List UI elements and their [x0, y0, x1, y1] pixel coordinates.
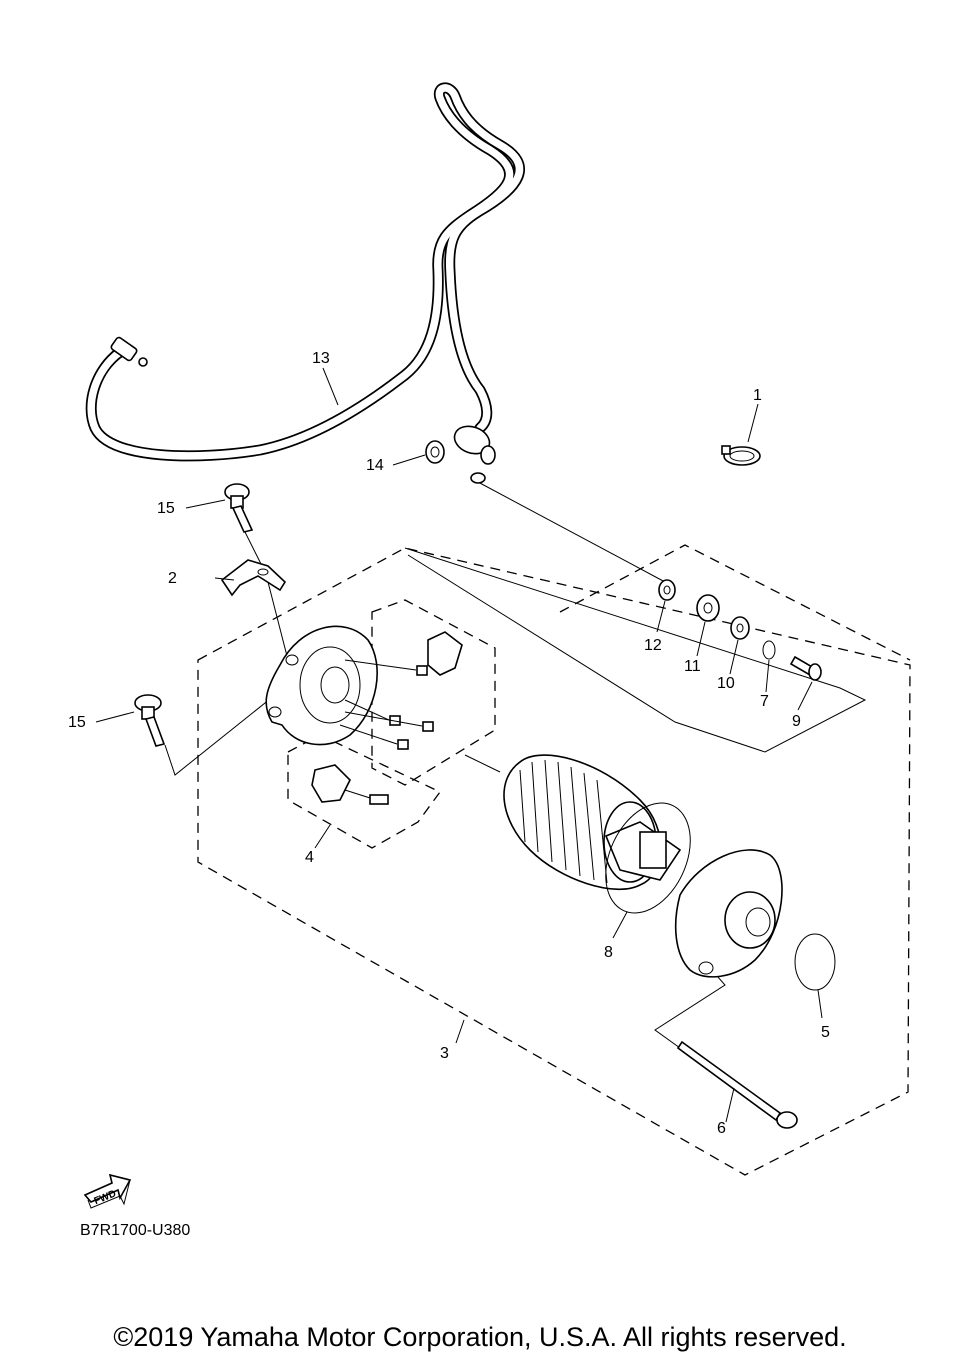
assembly-3-boundary	[197, 547, 911, 1176]
callout-4: 4	[305, 849, 314, 866]
bracket-2	[220, 559, 287, 597]
callout-3: 3	[440, 1045, 449, 1062]
nut-14	[425, 440, 445, 464]
o-ring-5	[794, 933, 836, 991]
label-pointers	[95, 367, 823, 1123]
callout-13: 13	[312, 350, 330, 367]
diagram-code: B7R1700-U380	[80, 1222, 190, 1239]
front-cover	[674, 849, 783, 978]
callout-15b: 15	[68, 714, 86, 731]
brush-springs	[339, 659, 434, 750]
callout-5: 5	[821, 1024, 830, 1041]
callout-labels: 1 2 3 4 5 6 7 8 9 10 11 12 13 14 15 15	[68, 350, 830, 1137]
hose-clamp	[721, 445, 761, 466]
callout-8: 8	[604, 944, 613, 961]
rear-cover	[265, 625, 378, 746]
kit-washers	[658, 579, 822, 681]
bolt-15-left	[134, 694, 166, 747]
bolt-15-top	[224, 483, 254, 533]
starter-lead-wire	[85, 82, 525, 484]
brush-set-4-boundary	[287, 734, 441, 849]
brushes	[311, 631, 463, 805]
callout-1: 1	[753, 387, 762, 404]
callout-9: 9	[792, 713, 801, 730]
leader-lines	[164, 481, 867, 1049]
callout-2: 2	[168, 570, 177, 587]
copyright-notice: ©2019 Yamaha Motor Corporation, U.S.A. A…	[113, 1322, 847, 1352]
callout-6: 6	[717, 1120, 726, 1137]
o-ring-8	[605, 802, 691, 914]
callout-15a: 15	[157, 500, 175, 517]
callout-7: 7	[760, 693, 769, 710]
long-bolt-6	[676, 1040, 798, 1129]
callout-14: 14	[366, 457, 384, 474]
armature	[503, 754, 682, 891]
fwd-arrow-icon: FWD	[83, 1173, 132, 1209]
callout-11: 11	[684, 658, 701, 675]
kit-12-boundary	[559, 544, 911, 661]
callout-10: 10	[717, 675, 735, 692]
brush-holder-4-boundary	[371, 599, 496, 786]
callout-12: 12	[644, 637, 662, 654]
